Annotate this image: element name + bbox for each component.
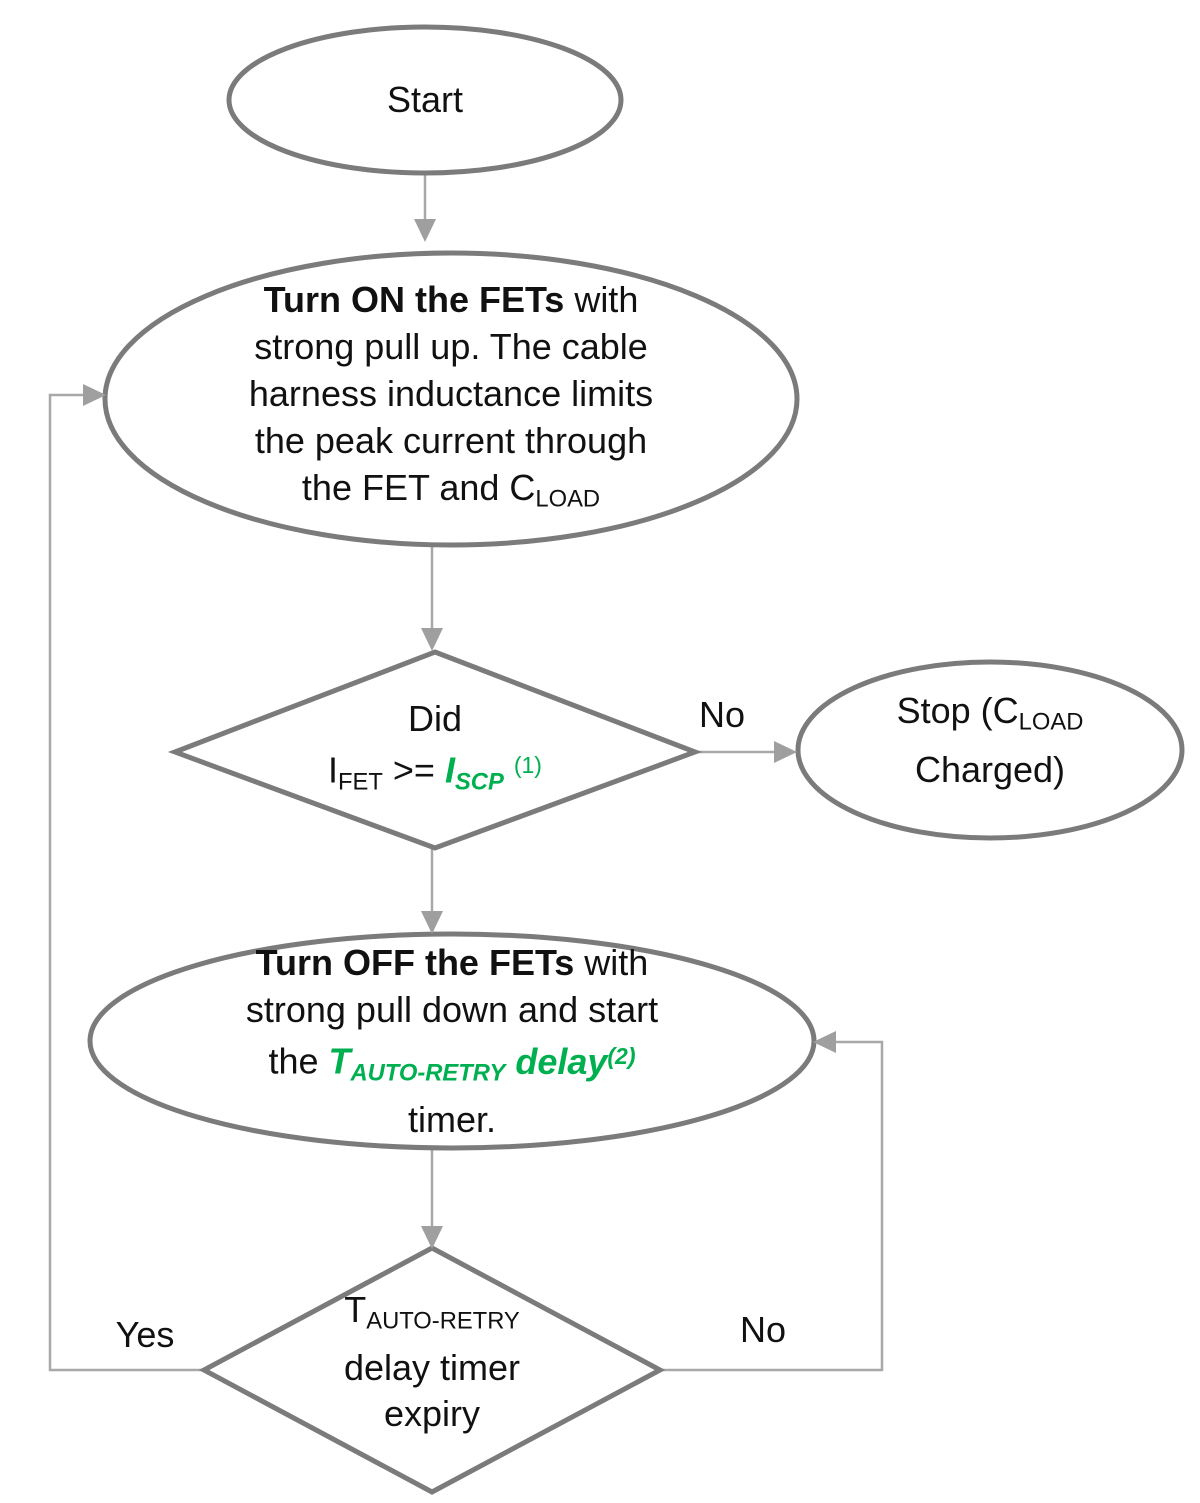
text-line: Turn ON the FETs with: [264, 276, 639, 323]
text-line: the FET and CLOAD: [302, 464, 600, 523]
text-line: strong pull down and start: [246, 986, 658, 1033]
tautoretry-subscript: AUTO-RETRY: [366, 1307, 520, 1335]
edge-yes-loop-line: [48, 393, 207, 1372]
text-line: harness inductance limits: [249, 370, 653, 417]
start-node: Start: [229, 76, 621, 123]
tautoretry-base: T: [344, 1289, 367, 1331]
text-line: expiry: [384, 1391, 480, 1437]
text-line: Stop (CLOAD: [897, 687, 1084, 746]
turn-on-line2: strong pull up. The cable: [254, 326, 648, 368]
stop-node: Stop (CLOAD Charged): [800, 690, 1180, 790]
decision1-diamond: [167, 649, 703, 851]
turn-on-line3: harness inductance limits: [248, 373, 654, 415]
text-line: TAUTO-RETRY: [344, 1287, 520, 1345]
stop-ellipse: [795, 659, 1185, 841]
delay-word: delay: [515, 1040, 608, 1082]
arrowhead-decision1-to-stop: [774, 741, 797, 763]
iscp-subscript: SCP: [454, 768, 504, 796]
stop-line1: Stop (C: [896, 690, 1019, 732]
decision2-line3: expiry: [383, 1392, 481, 1434]
tautoretry-base: T: [328, 1040, 351, 1082]
edge-label-no-loop: No: [739, 1309, 787, 1350]
footnote-1-ref: (1): [513, 751, 542, 778]
decision2-diamond: [198, 1245, 666, 1495]
text-line: IFET >= ISCP(1): [328, 742, 542, 805]
arrowhead-decision1-to-turnoff: [421, 911, 443, 934]
turn-on-node: Turn ON the FETs with strong pull up. Th…: [115, 279, 787, 517]
edge-no-loop-line: [662, 1040, 884, 1372]
compare-operator: >=: [382, 749, 445, 791]
cload-subscript: LOAD: [535, 485, 601, 513]
text-line: Start: [387, 76, 463, 123]
text-line: timer.: [408, 1096, 496, 1143]
text-line: Turn OFF the FETs with: [256, 939, 649, 986]
turn-off-bold: Turn OFF the FETs: [255, 941, 575, 983]
turn-off-line4: timer.: [407, 1099, 496, 1141]
decision2-line2: delay timer: [343, 1346, 521, 1388]
turn-off-line2: strong pull down and start: [245, 988, 659, 1030]
turn-off-ellipse: [87, 931, 817, 1151]
turn-off-line3-pre: the: [268, 1040, 329, 1082]
tautoretry-subscript: AUTO-RETRY: [350, 1059, 506, 1087]
text-line: Charged): [915, 746, 1065, 793]
text-line: strong pull up. The cable: [254, 323, 648, 370]
turn-off-node: Turn OFF the FETs with strong pull down …: [100, 942, 804, 1140]
decision2-node: TAUTO-RETRY delay timer expiry: [214, 1289, 650, 1434]
turn-on-ellipse: [102, 250, 800, 548]
arrowhead-no-loop: [813, 1031, 836, 1053]
iscp-base: I: [444, 749, 455, 791]
arrowhead-start-to-turnon: [414, 219, 436, 242]
ifet-base: I: [328, 749, 339, 791]
turn-on-line5: the FET and C: [301, 467, 536, 509]
turn-on-bold: Turn ON the FETs: [263, 279, 565, 321]
start-ellipse: [226, 24, 624, 176]
decision1-node: Did IFET >= ISCP(1): [185, 698, 685, 800]
start-label: Start: [386, 79, 464, 120]
text-line: the peak current through: [255, 417, 647, 464]
arrowhead-yes-loop: [83, 384, 106, 406]
decision1-line1: Did: [407, 697, 463, 739]
stop-line2: Charged): [914, 748, 1066, 790]
ifet-subscript: FET: [338, 768, 383, 796]
cload-subscript: LOAD: [1018, 708, 1084, 736]
turn-off-line1-rest: with: [574, 941, 649, 983]
turn-on-line1-rest: with: [564, 279, 639, 321]
arrowhead-turnon-to-decision1: [421, 628, 443, 651]
turn-on-line4: the peak current through: [254, 420, 648, 462]
footnote-2-ref: (2): [607, 1042, 636, 1069]
edge-label-no-to-stop: No: [698, 694, 746, 735]
edge-label-yes-loop: Yes: [115, 1314, 175, 1355]
text-line: Did: [408, 695, 462, 742]
arrowhead-turnoff-to-decision2: [421, 1226, 443, 1249]
text-line: the TAUTO-RETRY delay(2): [268, 1033, 635, 1096]
text-line: delay timer: [344, 1345, 520, 1391]
